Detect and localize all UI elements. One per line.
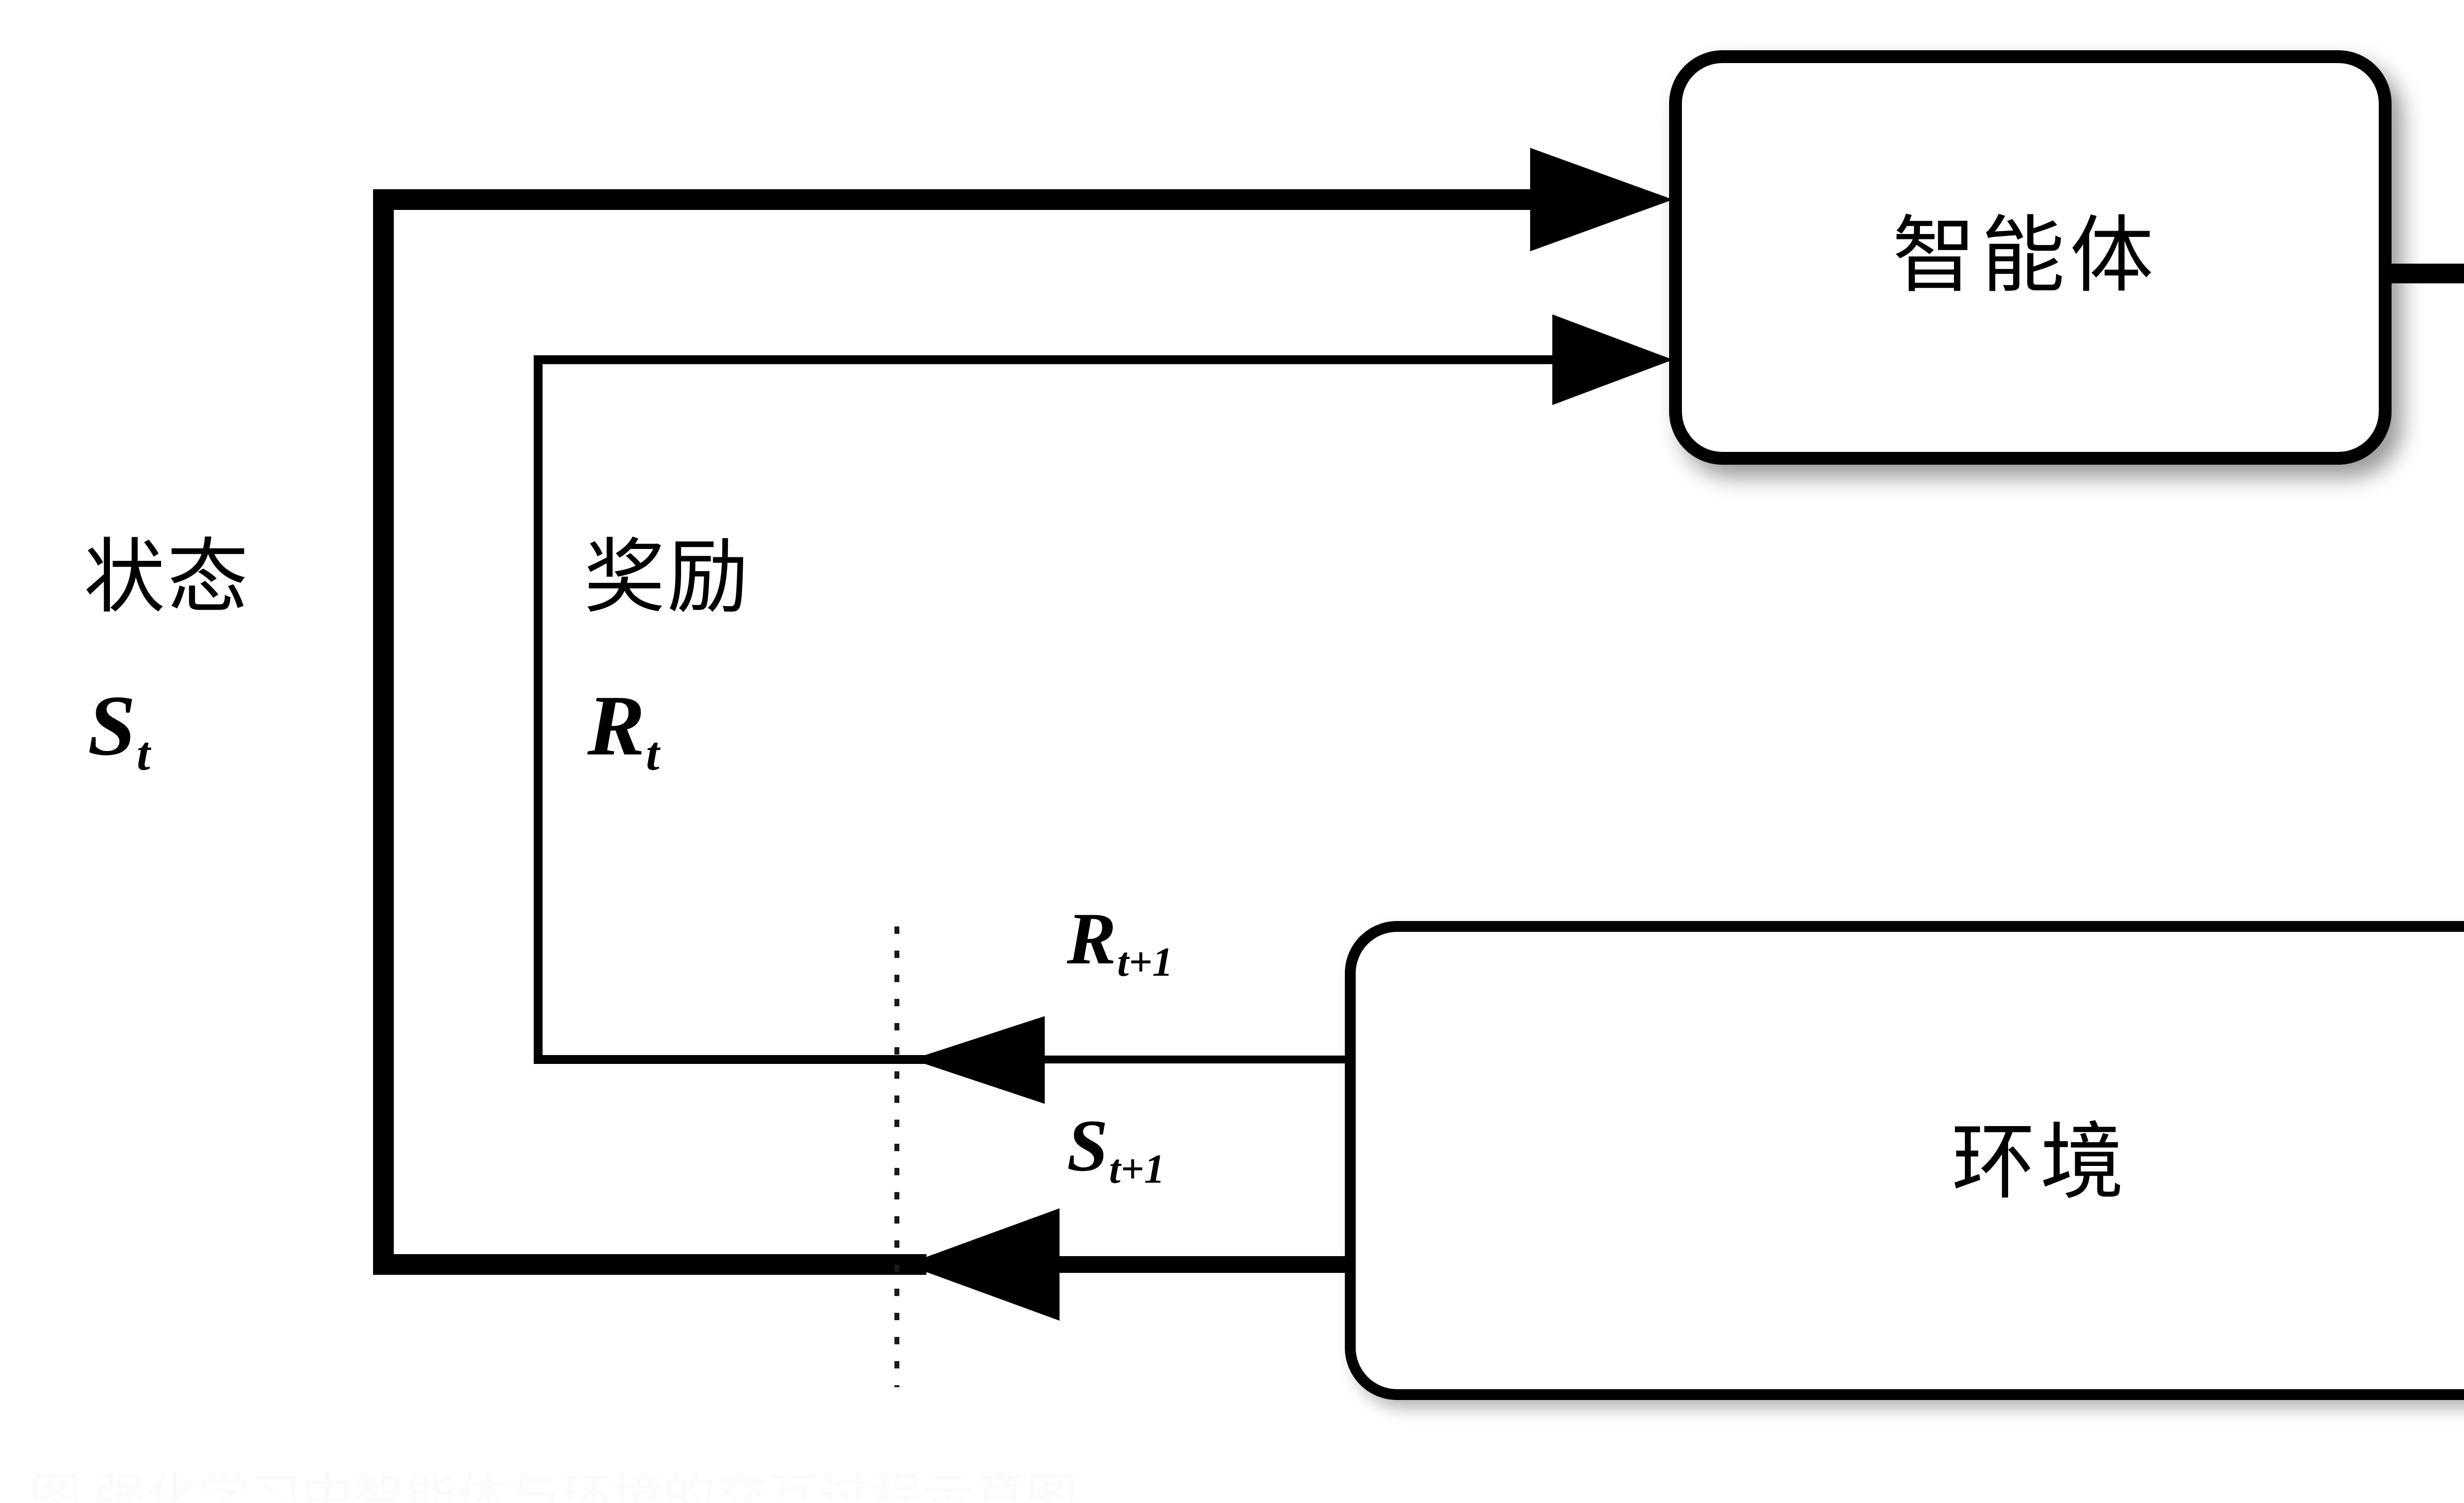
- edge-reward-feedback: [534, 314, 1673, 1104]
- state-symbol-base: S: [88, 678, 136, 773]
- state-loop-path: [373, 189, 1390, 1275]
- environment-box[interactable]: [1345, 921, 2464, 1400]
- state-symbol-subscript: t: [137, 727, 150, 781]
- node-environment[interactable]: [1345, 921, 2464, 1400]
- reward-loop-path: [534, 355, 1429, 1064]
- state-next-subscript: t+1: [1109, 1146, 1165, 1193]
- reward-next-label: Rt+1: [1067, 902, 1173, 983]
- reward-symbol: Rt: [587, 683, 659, 781]
- figure-caption: 图 强化学习中智能体与环境的交互过程示意图: [30, 1471, 1078, 1502]
- node-agent[interactable]: [1669, 50, 2392, 465]
- environment-label: 环境: [1951, 1117, 2129, 1209]
- reward-symbol-base: R: [587, 678, 645, 773]
- state-arrowhead-from-env: [906, 1208, 1060, 1321]
- reward-symbol-subscript: t: [646, 727, 659, 781]
- edge-state-feedback: [373, 148, 1673, 1321]
- reward-next-subscript: t+1: [1117, 939, 1173, 986]
- reward-next-base: R: [1067, 898, 1117, 980]
- reward-label-cn: 奖励: [584, 533, 751, 623]
- state-arrowhead-to-agent: [1530, 148, 1673, 251]
- state-symbol: St: [88, 683, 150, 781]
- state-next-label: St+1: [1067, 1109, 1165, 1190]
- state-next-base: S: [1067, 1105, 1108, 1187]
- reward-arrowhead-from-env: [912, 1016, 1045, 1104]
- state-label-cn: 状态: [84, 533, 250, 623]
- agent-box[interactable]: [1669, 50, 2392, 465]
- reward-arrowhead-to-agent: [1552, 314, 1673, 405]
- agent-label: 智能体: [1892, 210, 2159, 303]
